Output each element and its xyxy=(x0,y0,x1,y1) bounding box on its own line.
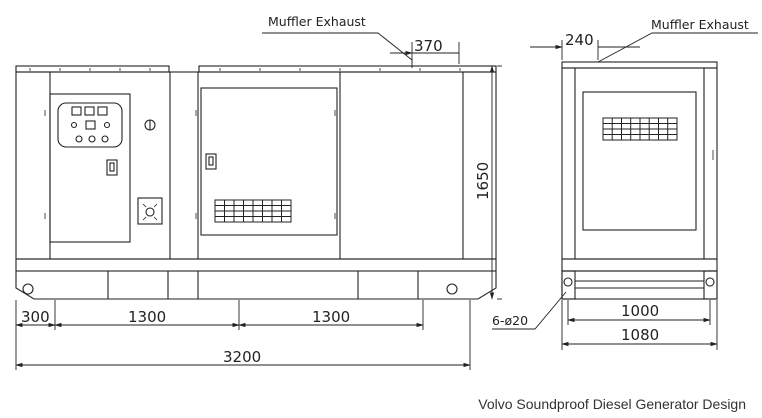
dim-base-1300-a: 1300 xyxy=(128,308,166,326)
side-door xyxy=(582,91,697,231)
access-door xyxy=(200,87,338,236)
enclosure-body xyxy=(15,71,497,260)
control-panel xyxy=(49,93,131,243)
front-view xyxy=(15,65,497,300)
dim-total-length: 3200 xyxy=(223,348,261,366)
emergency-stop-box xyxy=(137,197,163,225)
dim-muffler-offset: 370 xyxy=(414,37,443,55)
dim-base-1300-b: 1300 xyxy=(312,308,350,326)
door-lock xyxy=(205,153,217,170)
base-rail xyxy=(15,258,497,272)
figure-caption: Volvo Soundproof Diesel Generator Design xyxy=(478,396,746,412)
dim-side-inner: 1000 xyxy=(621,302,659,320)
dimension-lines xyxy=(15,32,758,370)
controller-module xyxy=(57,102,123,148)
dim-side-offset: 240 xyxy=(565,31,594,49)
side-base-frame xyxy=(561,270,718,300)
side-louver-grid xyxy=(602,117,678,141)
dim-side-outer: 1080 xyxy=(621,326,659,344)
dim-base-300: 300 xyxy=(21,308,50,326)
dim-height: 1650 xyxy=(474,162,492,200)
lifting-hole-right xyxy=(446,283,458,295)
panel-switch xyxy=(106,159,118,176)
lifting-hole-left xyxy=(22,283,34,295)
side-view xyxy=(561,61,718,300)
muffler-exhaust-label-front: Muffler Exhaust xyxy=(268,14,366,29)
louver-grid xyxy=(214,199,292,223)
muffler-exhaust-label-side: Muffler Exhaust xyxy=(651,17,749,32)
hole-spec-label: 6-ø20 xyxy=(492,313,528,328)
base-frame xyxy=(15,270,497,300)
